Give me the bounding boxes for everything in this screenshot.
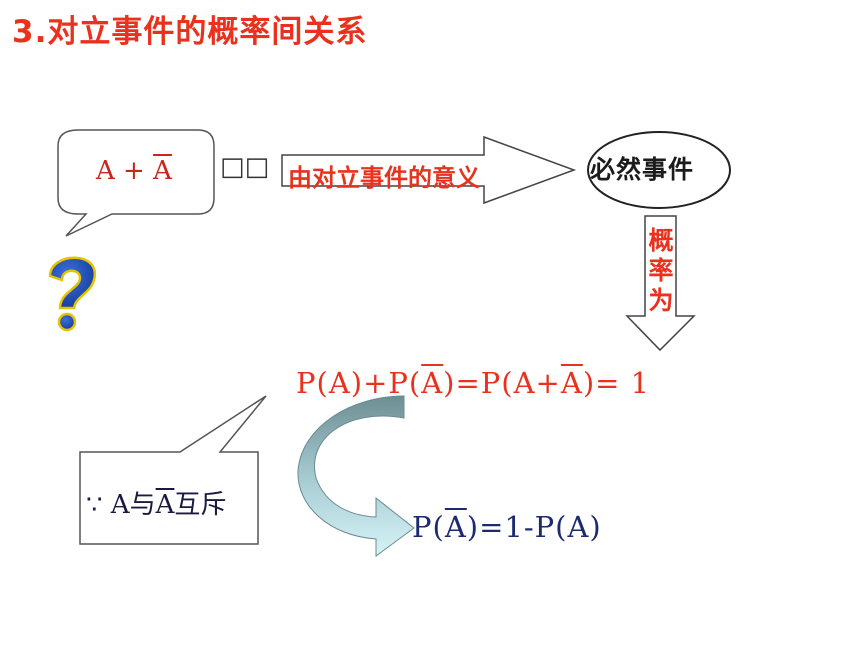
- down-arrow-char: 率: [648, 256, 674, 285]
- formula1-part: P(A)+P(: [296, 366, 422, 400]
- complement-a: A: [153, 156, 172, 186]
- down-arrow-char: 为: [648, 286, 674, 315]
- formula2-part: )=1-P(A): [466, 510, 602, 544]
- right-arrow: [281, 135, 577, 205]
- formula2-part: P(: [412, 510, 445, 544]
- probability-sum-formula: P(A)+P(A)=P(A+A)= 1: [296, 366, 650, 400]
- down-arrow-char: 概: [648, 226, 674, 255]
- note-part: 互斥: [174, 490, 227, 520]
- formula1-bar: A: [560, 366, 583, 400]
- union-prefix: A +: [96, 156, 154, 186]
- question-mark-icon: [48, 256, 97, 332]
- formula1-part: )= 1: [582, 366, 651, 400]
- formula1-part: )=P(A+: [443, 366, 561, 400]
- speech-bubble-bottom: [79, 395, 267, 545]
- union-expression: A + A: [96, 156, 172, 186]
- complement-formula: P(A)=1-P(A): [412, 510, 602, 544]
- speech-bubble-top: [57, 129, 215, 237]
- certain-event-ellipse: [587, 131, 731, 209]
- formula2-bar: A: [444, 510, 467, 544]
- down-arrow: [625, 215, 696, 352]
- arrow-label: 由对立事件的意义: [288, 164, 480, 192]
- mutual-exclusion-note: ∵ A与A互斥: [86, 484, 226, 521]
- placeholder-glyphs: □□: [220, 152, 270, 182]
- note-part: A与: [102, 490, 156, 520]
- slide-title: 3.对立事件的概率间关系: [12, 14, 368, 50]
- formula1-bar: A: [421, 366, 444, 400]
- because-symbol: ∵: [86, 490, 103, 520]
- down-arrow-label: 概 率 为: [643, 226, 679, 316]
- note-bar: A: [155, 490, 175, 520]
- curved-arrow: [297, 395, 415, 557]
- ellipse-label: 必然事件: [590, 155, 695, 184]
